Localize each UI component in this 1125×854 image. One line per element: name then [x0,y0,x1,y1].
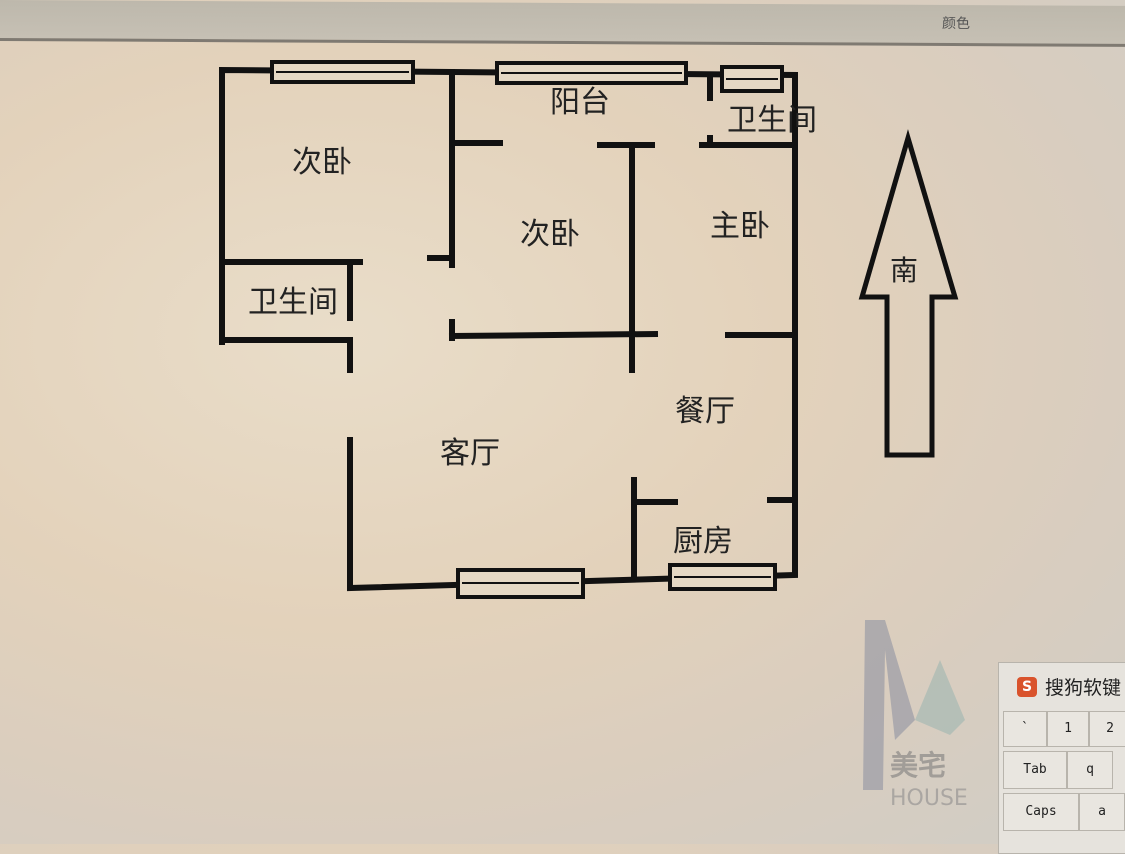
watermark: 美宅 HOUSE [855,610,1005,814]
key-2[interactable]: 2 [1089,711,1125,747]
room-label: 卫生间 [248,285,338,320]
outer-wall [219,66,798,592]
soft-keyboard-panel[interactable]: S 搜狗软键 ` 1 2 Tab q Caps a [998,662,1125,854]
room-label: 卫生间 [727,103,817,138]
key-backtick[interactable]: ` [1003,711,1047,747]
room-label: 次卧 [292,145,352,180]
room-label: 客厅 [440,436,500,471]
compass-label: 南 [890,254,918,287]
room-label: 阳台 [550,85,610,120]
key-a[interactable]: a [1079,793,1125,831]
key-tab[interactable]: Tab [1003,751,1067,789]
room-label: 次卧 [520,217,580,252]
key-caps[interactable]: Caps [1003,793,1079,831]
room-label: 主卧 [710,209,770,244]
windows [270,60,784,599]
key-q[interactable]: q [1067,751,1113,789]
watermark-text-en: HOUSE [890,786,968,810]
walls [219,66,798,592]
sogou-logo-icon: S [1017,677,1037,697]
north-arrow-icon [858,129,959,458]
ime-title: 搜狗软键 [1045,677,1122,699]
key-1[interactable]: 1 [1047,711,1089,747]
wall [448,330,659,340]
room-label: 餐厅 [675,394,735,429]
watermark-text: 美宅 [890,749,946,782]
room-label: 厨房 [673,524,733,559]
